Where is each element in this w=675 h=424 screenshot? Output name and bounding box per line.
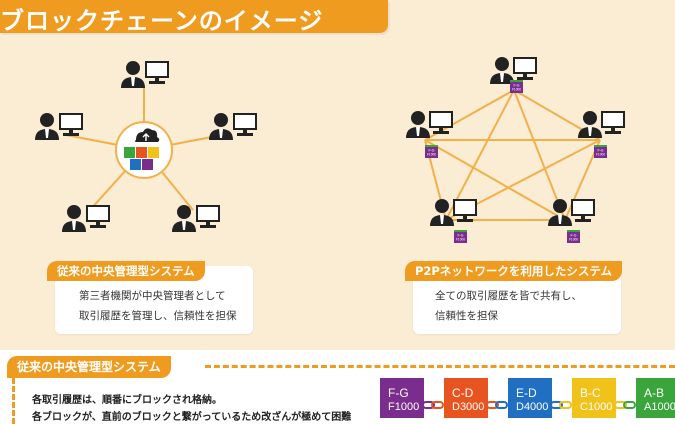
cloud-icon: [134, 128, 160, 142]
block-label-top: A-B: [644, 386, 665, 400]
p2p-line-2: 信頼性を担保: [435, 310, 498, 322]
central-user-bottom-right: [172, 205, 220, 232]
central-card: 第三者機関が中央管理者として 取引履歴を管理し、信頼性を担保: [55, 266, 253, 334]
block-label-top: F-G: [388, 386, 409, 400]
block-label-bottom: D4000: [516, 401, 549, 413]
block-label-bottom: C1000: [580, 401, 613, 413]
chain-link-icon: [614, 394, 636, 409]
central-line-2: 取引履歴を管理し、信頼性を担保: [79, 310, 237, 322]
p2p-node-bottom-left: [430, 199, 477, 243]
block-label-bottom: A1000: [644, 401, 675, 413]
central-user-top: [121, 61, 169, 88]
central-label: 従来の中央管理型システム: [47, 261, 205, 281]
divider-dash: [205, 365, 675, 368]
p2p-line-1: 全ての取引履歴を皆で共有し、: [435, 290, 582, 302]
block-label-bottom: D3000: [452, 401, 485, 413]
bottom-line-2: 各ブロックが、直前のブロックと繋がっているため改ざんが極めて困難: [32, 412, 352, 423]
bottom-label: 従来の中央管理型システム: [7, 356, 171, 378]
chain-link-icon: [550, 394, 572, 409]
p2p-node-bottom-right: [548, 199, 595, 243]
p2p-node-right: [578, 111, 625, 158]
central-user-left: [35, 113, 83, 140]
chain-link-icon: [486, 394, 508, 409]
vertical-dash: [12, 378, 15, 424]
block-label-bottom: F1000: [388, 401, 420, 413]
block-label-top: B-C: [580, 386, 601, 400]
bottom-line-1: 各取引履歴は、順番にブロックされ格納。: [32, 395, 222, 406]
chain-link-icon: [422, 394, 444, 409]
title-bar: ブロックチェーンのイメージ: [0, 0, 388, 35]
central-user-bottom-left: [62, 205, 110, 232]
central-line-1: 第三者機関が中央管理者として: [79, 290, 226, 302]
ledger-tags: [124, 147, 159, 170]
page-title: ブロックチェーンのイメージ: [0, 7, 324, 35]
central-user-right: [209, 113, 257, 140]
block-label-top: E-D: [516, 386, 537, 400]
p2p-label: P2Pネットワークを利用したシステム: [405, 261, 623, 281]
block-label-top: C-D: [452, 386, 474, 400]
p2p-node-top: [490, 57, 537, 93]
